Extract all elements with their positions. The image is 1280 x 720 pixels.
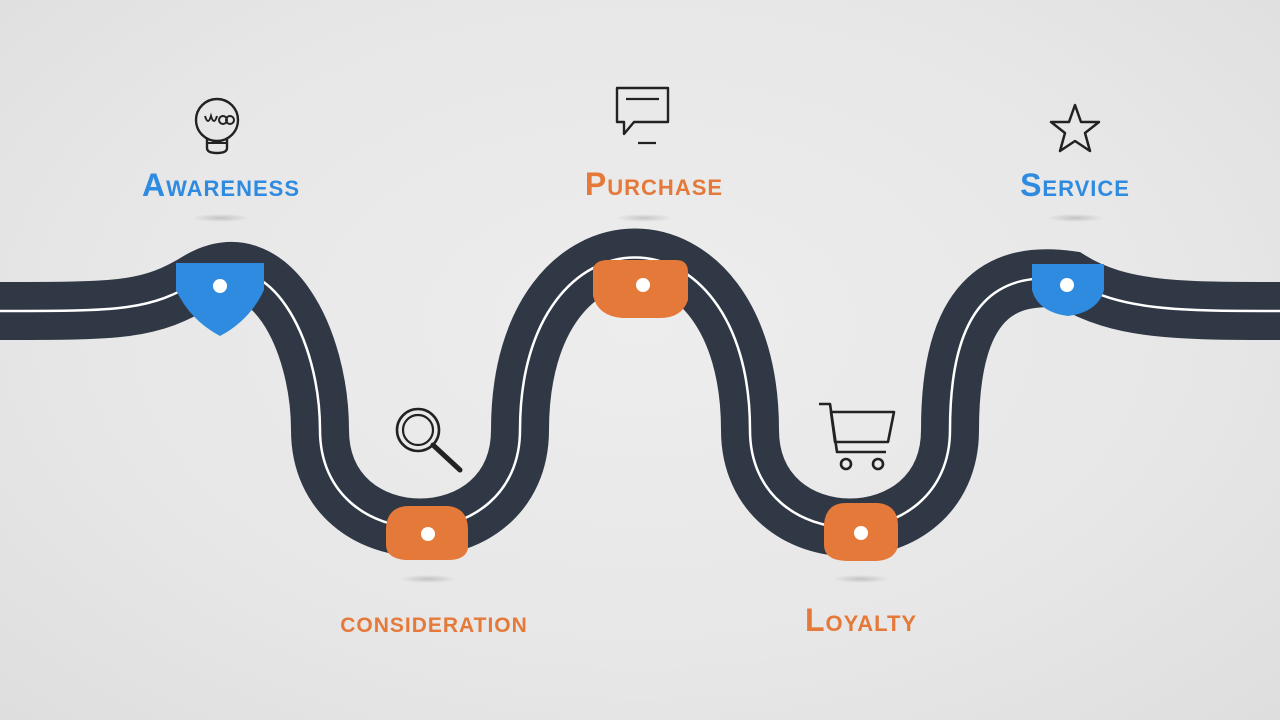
stage-label-service: Service [1020,167,1130,203]
star-icon [1049,103,1101,153]
shopping-cart-icon [819,402,896,471]
loyalty-marker [824,503,898,561]
consideration-marker [386,506,468,560]
label-shadow [616,214,672,222]
awareness-marker [176,263,264,336]
service-marker [1032,264,1104,316]
label-shadow [400,575,456,583]
label-shadow [833,575,889,583]
lightbulb-icon [194,97,240,155]
stage-label-consideration: consideration [340,606,528,639]
chat-bubble-icon [615,86,670,145]
purchase-marker [593,260,688,318]
label-shadow [1047,214,1103,222]
stage-label-awareness: Awareness [141,167,301,203]
magnifier-icon [395,407,463,473]
stage-label-loyalty: Loyalty [804,602,918,638]
stage-label-purchase: Purchase [584,166,724,202]
label-shadow [193,214,249,222]
road-lane-line [0,256,1280,529]
